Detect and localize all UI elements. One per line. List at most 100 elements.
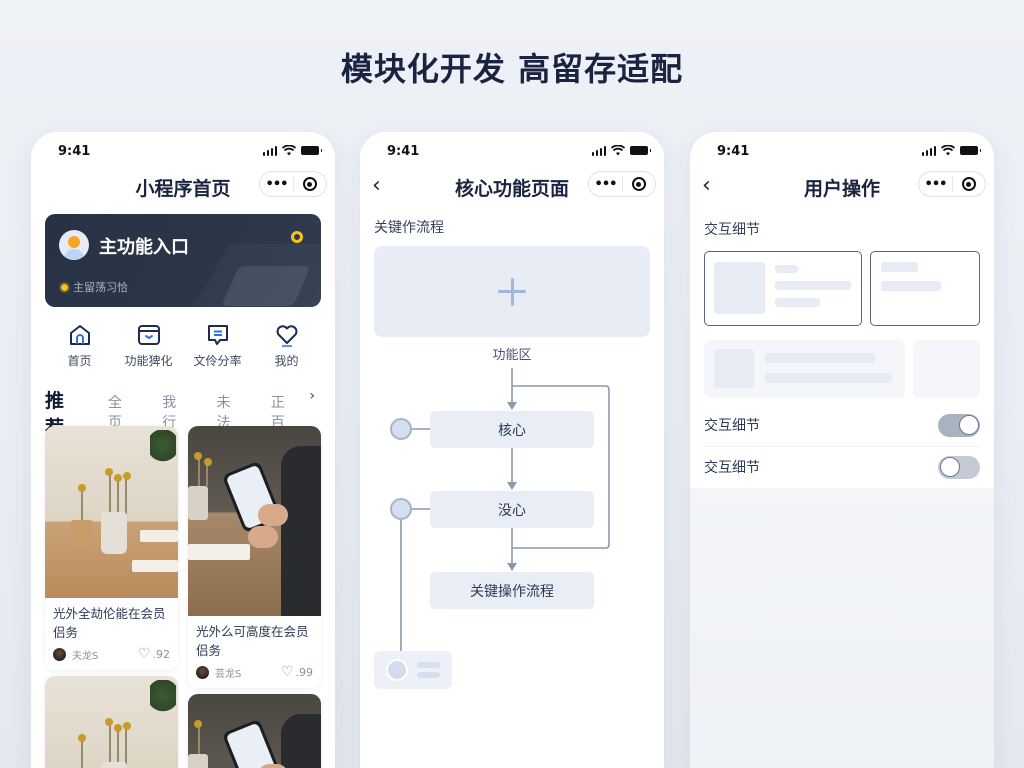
quick-nav-feature[interactable]: 功能猈化 (114, 322, 183, 369)
flow-step-indicator (390, 498, 412, 520)
heart-outline-icon: ♡ (137, 646, 151, 662)
placeholder-avatar (386, 659, 408, 681)
battery-icon (960, 146, 981, 155)
status-icons (262, 145, 322, 156)
skeleton-line (881, 262, 918, 272)
nav-title: 小程序首页 (135, 178, 231, 200)
status-bar: 9:41 (360, 132, 664, 172)
skeleton-line (881, 281, 941, 291)
battery-icon (301, 146, 322, 155)
chevron-right-icon[interactable]: › (309, 388, 315, 404)
quick-nav-mine[interactable]: 我的 (252, 322, 321, 369)
nav-bar: ‹ 用户操作 ••• (690, 168, 994, 208)
more-icon[interactable]: ••• (594, 176, 618, 192)
desk-photo (45, 426, 178, 598)
feed-card[interactable]: 光外全劫伦能在会员侣务 夫龙S ♡.92 (45, 426, 178, 670)
nav-bar: 小程序首页 ••• (31, 168, 335, 208)
option-card[interactable] (870, 251, 980, 326)
category-tabs: 推荐 全页 我行 未法 正百 › (45, 386, 325, 448)
capsule-divider (622, 177, 623, 191)
signal-icon (591, 145, 606, 156)
status-bar: 9:41 (31, 132, 335, 172)
back-icon[interactable]: ‹ (702, 173, 711, 198)
mini-program-capsule: ••• (259, 171, 327, 197)
flow-node-core[interactable]: 核心 (430, 411, 594, 448)
card-author: 芸龙S (196, 665, 241, 680)
skeleton-line (775, 281, 851, 290)
back-icon[interactable]: ‹ (372, 173, 381, 198)
quick-nav-label: 我的 (274, 354, 299, 368)
main-entry-banner[interactable]: 主功能入口 主留荡习恰 (45, 214, 321, 307)
close-target-button[interactable] (294, 177, 326, 191)
more-icon[interactable]: ••• (924, 176, 948, 192)
feature-zone-label: 功能区 (492, 348, 532, 363)
setting-label: 交互细节 (704, 460, 760, 476)
card-meta: 芸龙S ♡.99 (188, 660, 321, 688)
placeholder-card (704, 340, 905, 398)
toggle-switch-on[interactable] (938, 413, 980, 437)
card-title: 光外么可高度在会员侣务 (196, 624, 309, 658)
avatar (53, 647, 66, 661)
heart-icon (276, 325, 297, 347)
toggle-switch-off[interactable] (938, 455, 980, 479)
quick-nav-label: 文伶分率 (193, 354, 242, 368)
wifi-icon (282, 145, 296, 156)
placeholder-card (913, 340, 980, 398)
close-target-button[interactable] (953, 177, 985, 191)
status-time: 9:41 (387, 144, 420, 159)
quick-nav: 首页 功能猈化 文伶分率 我的 (45, 322, 321, 369)
toggle-knob (958, 415, 979, 435)
section-label: 交互细节 (704, 222, 760, 238)
page-headline: 模块化开发 高留存适配 (340, 50, 684, 88)
message-icon (207, 325, 228, 345)
status-icons (591, 145, 651, 156)
capsule-divider (952, 177, 953, 191)
card-author: 夫龙S (53, 647, 98, 662)
quick-nav-share[interactable]: 文伶分率 (183, 322, 252, 369)
flow-collapsed-item[interactable] (374, 651, 452, 689)
feed-card[interactable] (188, 694, 321, 768)
wifi-icon (611, 145, 625, 156)
target-icon (961, 177, 976, 191)
status-time: 9:41 (717, 144, 750, 159)
placeholder-line (417, 662, 440, 668)
setting-row: 交互细节 (704, 404, 980, 446)
quick-nav-home[interactable]: 首页 (45, 322, 114, 369)
option-card-selected[interactable] (704, 251, 862, 326)
ring-badge-icon (291, 231, 303, 243)
skeleton-line (765, 373, 892, 383)
setting-row: 交互细节 (704, 446, 980, 488)
skeleton-line (765, 353, 875, 363)
desk-photo (45, 676, 178, 768)
avatar-icon (59, 230, 89, 260)
like-button[interactable]: ♡.92 (138, 646, 170, 662)
skeleton-image (714, 349, 754, 388)
more-icon[interactable]: ••• (265, 176, 289, 192)
flow-node-key-operation[interactable]: 关键操作流程 (430, 572, 594, 609)
author-name: 夫龙S (72, 650, 99, 662)
phone-user-actions-screen: 9:41 ‹ 用户操作 ••• 交互细节 交互细节 (690, 132, 994, 768)
status-bar: 9:41 (690, 132, 994, 172)
heart-outline-icon: ♡ (280, 664, 294, 680)
feed-card[interactable] (45, 676, 178, 768)
phone-home-screen: 9:41 小程序首页 ••• 主功能入口 主留荡习恰 首页 (31, 132, 335, 768)
nav-title: 用户操作 (803, 178, 880, 200)
status-time: 9:41 (58, 144, 91, 159)
placeholder-line (417, 672, 440, 678)
like-button[interactable]: ♡.99 (281, 664, 313, 680)
banner-subtitle-text: 主留荡习恰 (73, 281, 128, 294)
feed-card[interactable]: 光外么可高度在会员侣务 芸龙S ♡.99 (188, 426, 321, 688)
close-target-button[interactable] (623, 177, 655, 191)
phone-core-feature-screen: 9:41 ‹ 核心功能页面 ••• 关键作流程 功能区 (360, 132, 664, 768)
skeleton-line (775, 298, 820, 307)
home-icon (69, 325, 90, 345)
hand-phone-photo (188, 694, 321, 768)
like-count: .99 (295, 665, 314, 679)
like-count: .92 (152, 647, 171, 661)
status-icons (921, 145, 981, 156)
flow-node-secondary[interactable]: 没心 (430, 491, 594, 528)
author-name: 芸龙S (215, 668, 242, 680)
add-feature-button[interactable] (374, 246, 650, 337)
nav-title: 核心功能页面 (454, 178, 569, 200)
capsule-divider (293, 177, 294, 191)
